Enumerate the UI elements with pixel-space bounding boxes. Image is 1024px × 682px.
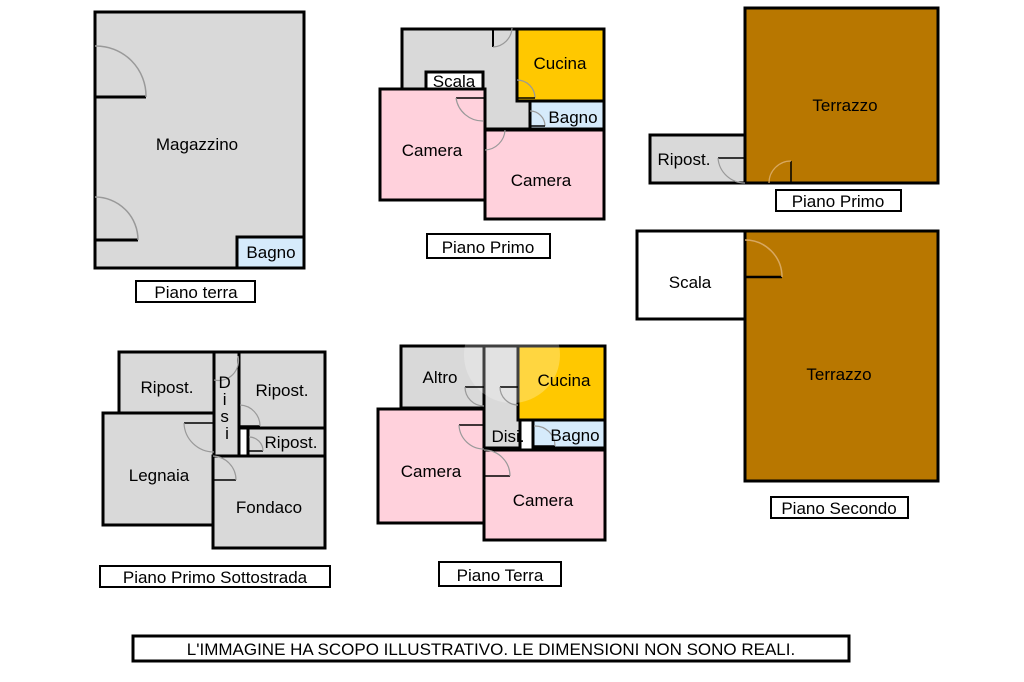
plan-label: Piano Primo Sottostrada <box>123 568 308 587</box>
plan-label-box <box>775 189 902 212</box>
room-disimpegno <box>482 344 522 450</box>
door-arc-icon <box>464 386 485 407</box>
disclaimer: L'IMMAGINE HA SCOPO ILLUSTRATIVO. LE DIM… <box>131 634 851 663</box>
room-camera-2 <box>483 128 606 221</box>
plan-piano-terra-appartamento: Altro Cucina Disi. Bagno Camera Camera P… <box>376 307 607 587</box>
door-arc-icon <box>94 196 139 241</box>
room-label-ripostiglio-1: Ripost. <box>141 378 194 397</box>
room-ripostiglio-2 <box>237 350 327 430</box>
room-label-camera-1: Camera <box>401 462 462 481</box>
room-fondaco <box>211 454 327 550</box>
door-arc-icon <box>516 79 536 99</box>
plan-label-box <box>770 496 909 519</box>
room-cucina <box>515 27 606 103</box>
door-arc-icon <box>212 455 237 481</box>
room-magazzino <box>93 10 306 270</box>
room-label-ripostiglio-2: Ripost. <box>256 381 309 400</box>
room-ripostiglio-3 <box>246 426 327 458</box>
room-ripostiglio <box>648 133 747 185</box>
room-label-fondaco: Fondaco <box>236 498 302 517</box>
plan-label: Piano Secondo <box>781 499 896 518</box>
disclaimer-text: L'IMMAGINE HA SCOPO ILLUSTRATIVO. LE DIM… <box>187 640 795 659</box>
light-glare <box>464 307 560 403</box>
room-label-scala: Scala <box>669 273 712 292</box>
room-label-altro: Altro <box>423 368 458 387</box>
plan-label: Piano Terra <box>457 566 544 585</box>
room-label-cucina: Cucina <box>534 54 587 73</box>
room-cucina <box>516 344 607 422</box>
disi-letter: s <box>220 407 229 426</box>
room-bagno <box>531 418 607 450</box>
room-bagno <box>528 99 606 131</box>
room-label-ripostiglio: Ripost. <box>658 150 711 169</box>
plan-label-box <box>438 561 562 587</box>
room-label-disimpegno: Disi. <box>491 427 524 446</box>
plan-label: Piano Primo <box>792 192 885 211</box>
room-legnaia <box>101 411 216 527</box>
plan-label: Piano terra <box>154 283 238 302</box>
door-arc-icon <box>239 404 261 427</box>
door-arc-icon <box>458 424 485 450</box>
disi-letter: i <box>223 390 227 409</box>
door-arc-icon <box>213 355 240 382</box>
room-label-terrazzo: Terrazzo <box>812 96 877 115</box>
door-arc-icon <box>499 386 519 406</box>
door-arc-icon <box>744 239 783 278</box>
door-arc-icon <box>248 436 264 452</box>
plan-piano-secondo: Scala Terrazzo Piano Secondo <box>635 229 940 519</box>
room-terrazzo <box>743 229 940 483</box>
disi-letter: D <box>218 373 230 392</box>
room-bagno <box>235 235 306 270</box>
door-arc-icon <box>533 425 556 447</box>
door-arc-icon <box>492 27 513 48</box>
room-label-magazzino: Magazzino <box>156 135 238 154</box>
plan-piano-primo-sottostrada: Ripost. D i s i Ripost. Ripost. Legnaia … <box>99 350 331 588</box>
plan-piano-terra-magazzino: Magazzino Bagno Piano terra <box>93 10 306 303</box>
plan-piano-primo-terrazzo: Terrazzo Ripost. Piano Primo <box>648 6 940 212</box>
plan-piano-primo-appartamento: Scala Cucina Bagno Camera Camera Piano P… <box>378 27 606 259</box>
plan-label-box <box>426 233 551 259</box>
room-label-bagno: Bagno <box>246 243 295 262</box>
room-camera-1 <box>378 87 487 202</box>
plan-label-box <box>135 280 256 303</box>
door-arc-icon <box>94 45 147 98</box>
room-label-disimpegno: D i s i <box>218 373 235 443</box>
door-arc-icon <box>529 110 546 127</box>
room-label-camera-1: Camera <box>402 141 463 160</box>
door-arc-icon <box>455 97 484 122</box>
disclaimer-box <box>131 634 851 663</box>
disi-letter: i <box>225 424 229 443</box>
plan-label-box <box>99 565 331 588</box>
plan-label: Piano Primo <box>442 238 535 257</box>
room-scala <box>635 229 747 321</box>
room-label-legnaia: Legnaia <box>129 466 190 485</box>
room-label-terrazzo: Terrazzo <box>806 365 871 384</box>
room-label-bagno: Bagno <box>550 426 599 445</box>
door-arc-icon <box>183 422 215 453</box>
door-arc-icon <box>768 160 792 184</box>
room-terrazzo <box>743 6 940 185</box>
room-label-camera-2: Camera <box>513 491 574 510</box>
room-label-bagno: Bagno <box>548 108 597 127</box>
door-arc-icon <box>483 449 511 477</box>
room-label-camera-2: Camera <box>511 171 572 190</box>
room-camera-1 <box>376 407 486 525</box>
room-camera-2 <box>482 448 607 542</box>
room-label-scala: Scala <box>433 72 476 91</box>
room-label-cucina: Cucina <box>538 371 591 390</box>
door-arc-icon <box>717 157 746 184</box>
door-arc-icon <box>484 129 506 151</box>
room-label-ripostiglio-3: Ripost. <box>265 433 318 452</box>
